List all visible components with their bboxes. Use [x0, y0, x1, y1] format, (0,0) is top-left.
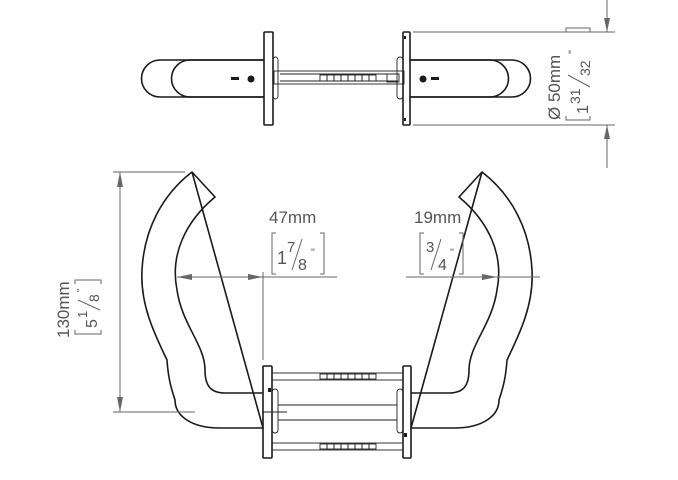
front-view: 130mm 5 1 8 " 47mm 1 7 8 "	[54, 171, 540, 459]
svg-text:8: 8	[86, 294, 102, 302]
diameter-inch-num: 31	[567, 88, 583, 104]
svg-text:7: 7	[287, 239, 295, 256]
grip-dimension: 19mm 3 4 "	[406, 208, 540, 280]
svg-text:4: 4	[438, 257, 447, 274]
spindle-bars	[262, 372, 404, 451]
spindle-top	[273, 70, 405, 85]
svg-text:": "	[567, 50, 579, 54]
right-handle-top	[410, 59, 532, 98]
left-rose-top	[263, 31, 274, 126]
svg-text:": "	[76, 288, 87, 292]
svg-text:8: 8	[298, 257, 307, 274]
left-lever	[141, 171, 264, 429]
left-handle-top	[140, 59, 264, 98]
svg-text:1: 1	[75, 311, 90, 318]
svg-text:1: 1	[277, 248, 287, 268]
right-rose	[402, 365, 412, 459]
right-lever	[410, 171, 533, 429]
svg-text:": "	[450, 247, 454, 259]
projection-label: 47mm	[269, 208, 316, 227]
diameter-inch-whole: 1	[575, 105, 592, 114]
left-handle-inner	[170, 59, 264, 98]
top-view: Ø 50mm 1 31 32 "	[140, 0, 615, 168]
svg-text:5: 5	[84, 319, 101, 328]
grip-label: 19mm	[414, 208, 461, 227]
height-dimension: 130mm 5 1 8 "	[54, 171, 195, 413]
svg-text:3: 3	[426, 239, 434, 256]
diameter-inch-den: 32	[577, 60, 593, 76]
height-label: 130mm	[54, 281, 73, 338]
projection-dimension: 47mm 1 7 8 "	[177, 208, 337, 360]
diameter-dimension: Ø 50mm 1 31 32 "	[413, 0, 615, 168]
diameter-label: Ø 50mm	[545, 55, 564, 120]
svg-text:": "	[311, 247, 315, 259]
